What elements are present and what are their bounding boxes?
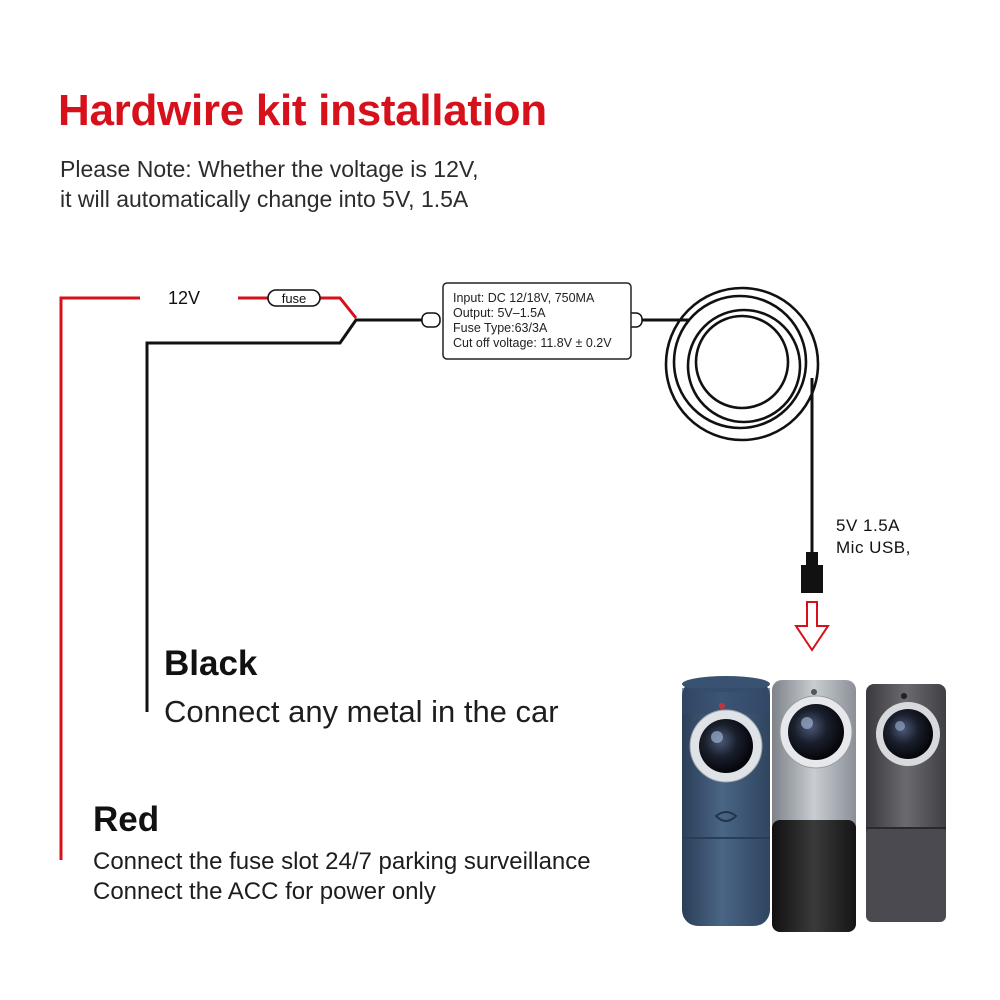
- red-wire-description-2: Connect the ACC for power only: [93, 878, 436, 905]
- black-wire-description: Connect any metal in the car: [164, 694, 559, 729]
- page-title: Hardwire kit installation: [58, 86, 547, 135]
- converter-spec-input: Input: DC 12/18V, 750MA: [453, 291, 595, 305]
- red-wire-description-1: Connect the fuse slot 24/7 parking surve…: [93, 848, 591, 875]
- usb-type-label: Mic USB,: [836, 538, 911, 557]
- note-line-2: it will automatically change into 5V, 1.…: [60, 186, 469, 212]
- dash-camera-icon: [682, 676, 770, 926]
- black-wire: [145, 318, 814, 712]
- dash-camera-icon: [772, 680, 856, 932]
- red-wire-heading: Red: [93, 800, 160, 839]
- converter-spec-output: Output: 5V–1.5A: [453, 306, 546, 320]
- coiled-cable-icon: [664, 286, 820, 442]
- down-arrow-icon: [794, 601, 830, 652]
- usb-plug-icon: [801, 552, 823, 593]
- fuse-label: fuse: [281, 291, 307, 306]
- converter-spec-cutoff: Cut off voltage: 11.8V ± 0.2V: [453, 336, 612, 350]
- converter-spec-fuse-type: Fuse Type:63/3A: [453, 321, 548, 335]
- dash-camera-icon: [866, 684, 946, 922]
- fuse-icon: [267, 289, 321, 307]
- voltage-label: 12V: [168, 288, 201, 308]
- red-wire: [59, 296, 358, 860]
- note-line-1: Please Note: Whether the voltage is 12V,: [60, 156, 479, 182]
- converter-box-icon: [421, 282, 643, 360]
- black-wire-heading: Black: [164, 644, 258, 683]
- usb-output-label: 5V 1.5A: [836, 516, 900, 535]
